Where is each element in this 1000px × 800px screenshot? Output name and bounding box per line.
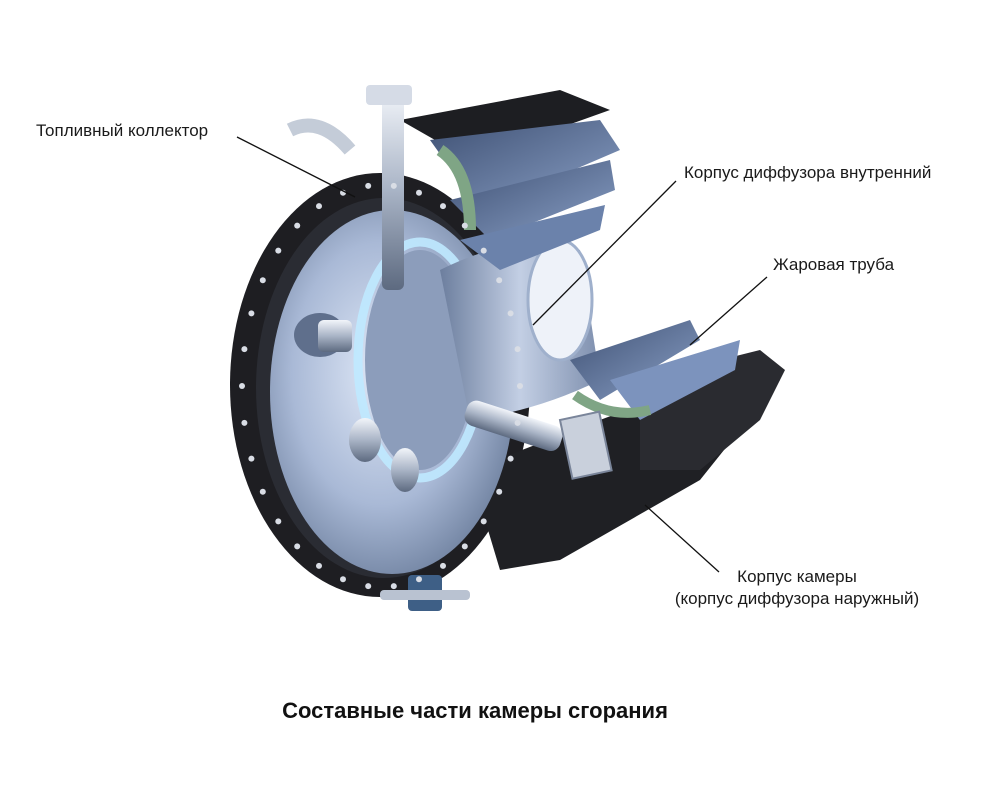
bolt-hole: [461, 222, 468, 229]
label-fuel-manifold: Топливный коллектор: [36, 121, 209, 140]
bolt-hole: [507, 310, 514, 317]
label-chamber-case: Корпус камеры (корпус диффузора наружный…: [662, 566, 932, 610]
bolt-hole: [365, 182, 372, 189]
bolt-hole: [241, 419, 248, 426]
bolt-hole: [514, 346, 521, 353]
bolt-hole: [294, 222, 301, 229]
label-chamber-case-line1: Корпус камеры: [737, 567, 857, 586]
bolt-hole: [416, 576, 422, 583]
bolt-hole: [316, 203, 322, 210]
bolt-hole: [390, 583, 397, 590]
bolt-hole: [461, 543, 468, 550]
leader-diffuser-inner: [532, 180, 677, 326]
fuel-manifold-pipes: [286, 85, 412, 290]
bolt-hole: [480, 247, 487, 254]
bolt-hole: [365, 583, 372, 590]
bolt-hole: [259, 488, 266, 495]
bolt-hole: [259, 277, 266, 284]
leader-flame-tube: [689, 276, 768, 346]
lower-panels: [570, 320, 740, 420]
bolt-hole: [496, 277, 503, 284]
leader-fuel-manifold: [236, 136, 356, 198]
bolt-hole: [496, 488, 503, 495]
bolt-hole: [440, 562, 446, 569]
bolt-hole: [416, 189, 422, 196]
bolt-hole: [480, 518, 487, 525]
bolt-hole: [340, 576, 346, 583]
bolt-hole: [294, 543, 301, 550]
bolt-hole: [440, 203, 446, 210]
bolt-hole: [239, 383, 245, 389]
bolt-hole: [507, 455, 514, 462]
bolt-hole: [514, 419, 521, 426]
leader-chamber-case: [644, 504, 720, 573]
label-flame-tube: Жаровая труба: [773, 255, 895, 274]
bolt-hole: [275, 247, 282, 254]
side-fitting: [464, 400, 613, 480]
label-diffuser-inner: Корпус диффузора внутренний: [684, 163, 932, 182]
upper-panels: [400, 90, 620, 270]
bottom-fitting: [380, 575, 470, 611]
label-chamber-case-line2: (корпус диффузора наружный): [674, 589, 920, 608]
bolt-hole: [248, 310, 255, 317]
flange-bolt-holes: [239, 182, 523, 590]
face-ports: [294, 313, 419, 492]
bolt-hole: [248, 455, 255, 462]
figure-caption: Составные части камеры сгорания: [282, 698, 668, 723]
bolt-hole: [241, 346, 248, 353]
bolt-hole: [517, 383, 523, 389]
bolt-hole: [275, 518, 282, 525]
bolt-hole: [316, 562, 322, 569]
bolt-hole: [390, 182, 397, 189]
